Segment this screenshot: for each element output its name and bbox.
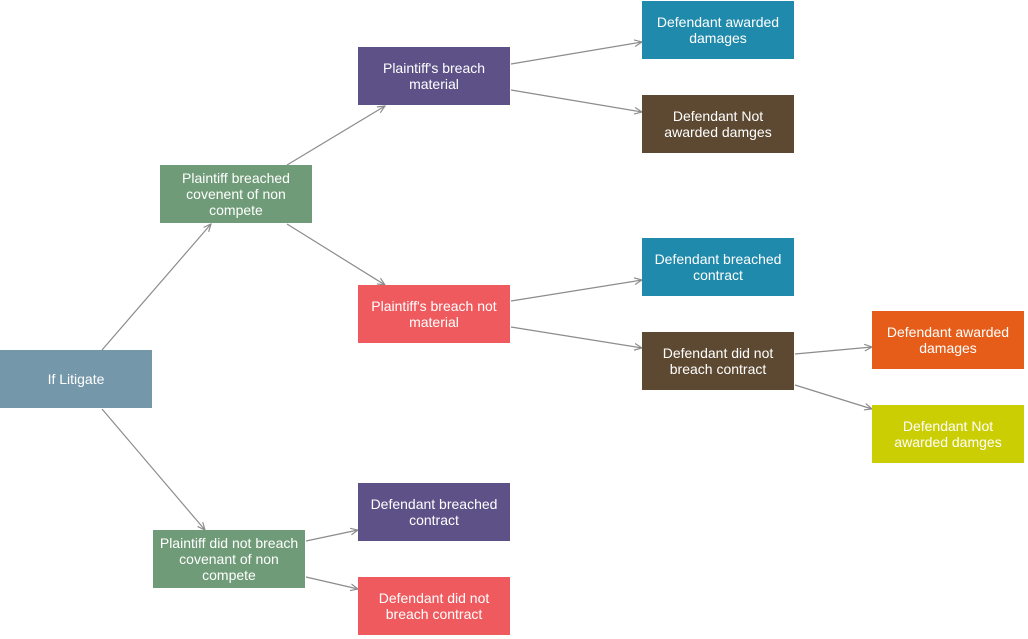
- node-defendant-awarded-right-label: Defendant awarded damages: [886, 324, 1010, 356]
- node-defendant-did-not-breach-mid[interactable]: Defendant did not breach contract: [642, 332, 794, 390]
- node-defendant-did-not-breach-lower[interactable]: Defendant did not breach contract: [358, 577, 510, 635]
- node-breach-material-label: Plaintiff's breach material: [382, 60, 486, 92]
- node-defendant-breached-lower-label: Defendant breached contract: [370, 496, 498, 528]
- node-defendant-breached-mid[interactable]: Defendant breached contract: [642, 238, 794, 296]
- node-plaintiff-breached[interactable]: Plaintiff breached covenent of non compe…: [160, 165, 312, 223]
- node-if-litigate-label: If Litigate: [47, 371, 105, 387]
- arrow-root-to-breached: [101, 224, 211, 351]
- node-breach-material[interactable]: Plaintiff's breach material: [358, 47, 510, 105]
- node-plaintiff-breached-label: Plaintiff breached covenent of non compe…: [182, 170, 290, 218]
- arrow-breached-to-not-material: [286, 223, 385, 285]
- arrow-breached-to-material: [286, 106, 385, 166]
- node-defendant-awarded-right[interactable]: Defendant awarded damages: [872, 311, 1024, 369]
- node-defendant-not-awarded-top[interactable]: Defendant Not awarded damges: [642, 95, 794, 153]
- arrow-def-not-breach-mid-to-not-awarded-right: [794, 384, 872, 409]
- arrow-not-material-to-def-breached-mid: [510, 280, 642, 302]
- node-breach-not-material[interactable]: Plaintiff's breach not material: [358, 285, 510, 343]
- arrow-def-not-breach-mid-to-awarded-right: [794, 347, 872, 355]
- arrow-material-to-awarded-top: [510, 42, 642, 65]
- node-defendant-not-awarded-right[interactable]: Defendant Not awarded damges: [872, 405, 1024, 463]
- node-defendant-did-not-breach-lower-label: Defendant did not breach contract: [378, 590, 490, 622]
- node-defendant-awarded-top[interactable]: Defendant awarded damages: [642, 1, 794, 59]
- arrow-not-material-to-def-not-breach-mid: [510, 326, 642, 348]
- arrow-root-to-not-breached: [101, 408, 205, 530]
- node-defendant-not-awarded-top-label: Defendant Not awarded damges: [664, 108, 772, 140]
- node-if-litigate[interactable]: If Litigate: [0, 350, 152, 408]
- node-defendant-breached-lower[interactable]: Defendant breached contract: [358, 483, 510, 541]
- node-defendant-did-not-breach-mid-label: Defendant did not breach contract: [662, 345, 774, 377]
- arrow-not-breached-to-def-breached-lower: [305, 530, 358, 542]
- node-defendant-awarded-top-label: Defendant awarded damages: [656, 14, 780, 46]
- node-plaintiff-did-not-breach[interactable]: Plaintiff did not breach covenant of non…: [153, 530, 305, 588]
- node-defendant-breached-mid-label: Defendant breached contract: [654, 251, 782, 283]
- node-breach-not-material-label: Plaintiff's breach not material: [371, 298, 497, 330]
- node-defendant-not-awarded-right-label: Defendant Not awarded damges: [894, 418, 1002, 450]
- arrow-material-to-not-awarded-top: [510, 89, 642, 112]
- node-plaintiff-did-not-breach-label: Plaintiff did not breach covenant of non…: [159, 535, 299, 583]
- arrow-not-breached-to-def-not-breach-lower: [305, 576, 358, 589]
